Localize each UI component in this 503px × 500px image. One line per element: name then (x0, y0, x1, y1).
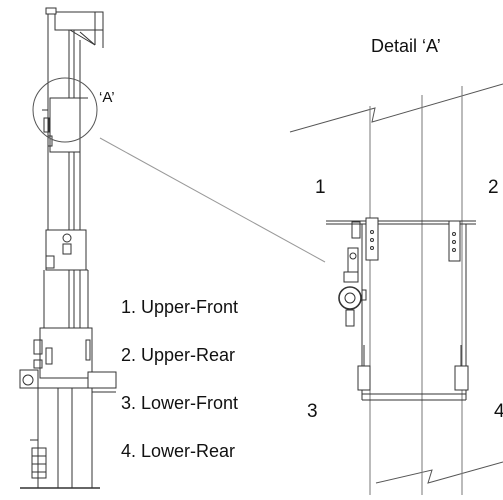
leader-line (100, 138, 325, 262)
detail-view (290, 84, 503, 495)
detail-callout-circle (33, 78, 97, 142)
callout-tag: ‘A’ (99, 89, 115, 106)
mast-assembly (20, 8, 116, 488)
marker-3: 3 (307, 401, 318, 422)
legend-item-lower-front: 3. Lower-Front (121, 393, 239, 413)
marker-4: 4 (494, 401, 503, 422)
legend-item-lower-rear: 4. Lower-Rear (121, 441, 236, 461)
marker-2: 2 (488, 177, 499, 198)
detail-title: Detail ‘A’ (371, 36, 441, 56)
marker-1: 1 (315, 177, 326, 198)
legend-item-upper-rear: 2. Upper-Rear (121, 345, 236, 365)
legend-item-upper-front: 1. Upper-Front (121, 297, 239, 317)
